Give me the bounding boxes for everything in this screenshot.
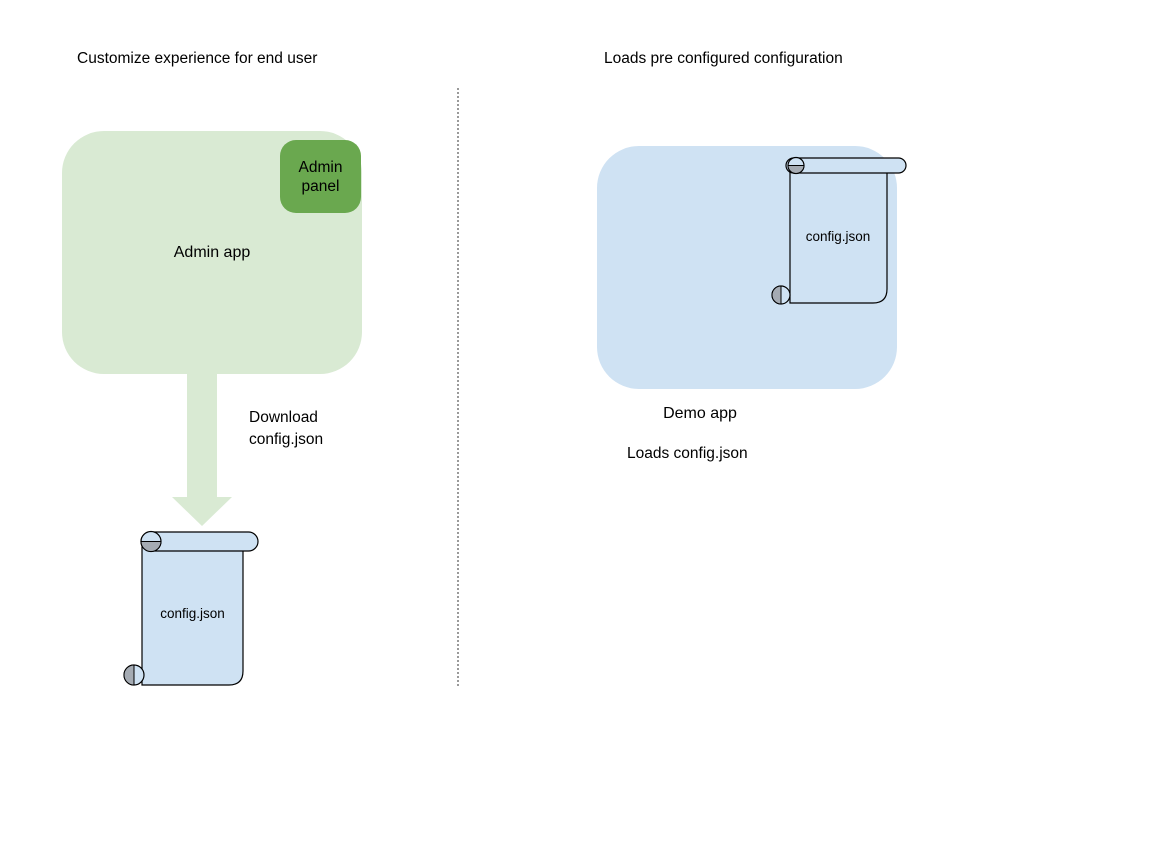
left-section-title: Customize experience for end user (77, 50, 318, 67)
config-json-scroll-right: config.json (771, 156, 907, 305)
demo-app-label: Demo app (663, 405, 737, 422)
admin-app-box: Admin app Admin panel (62, 131, 362, 374)
config-json-label-right: config.json (806, 229, 871, 244)
admin-panel-box: Admin panel (280, 140, 361, 213)
loads-config-caption: Loads config.json (627, 445, 748, 462)
admin-panel-label: Admin panel (298, 158, 343, 195)
admin-app-label: Admin app (173, 243, 251, 261)
config-json-label-left: config.json (160, 606, 225, 621)
config-json-scroll-left: config.json (123, 530, 259, 686)
section-divider-line (457, 88, 459, 686)
download-caption: Download config.json (249, 409, 324, 448)
right-section-title: Loads pre configured configuration (604, 50, 843, 67)
download-arrow (172, 372, 232, 526)
